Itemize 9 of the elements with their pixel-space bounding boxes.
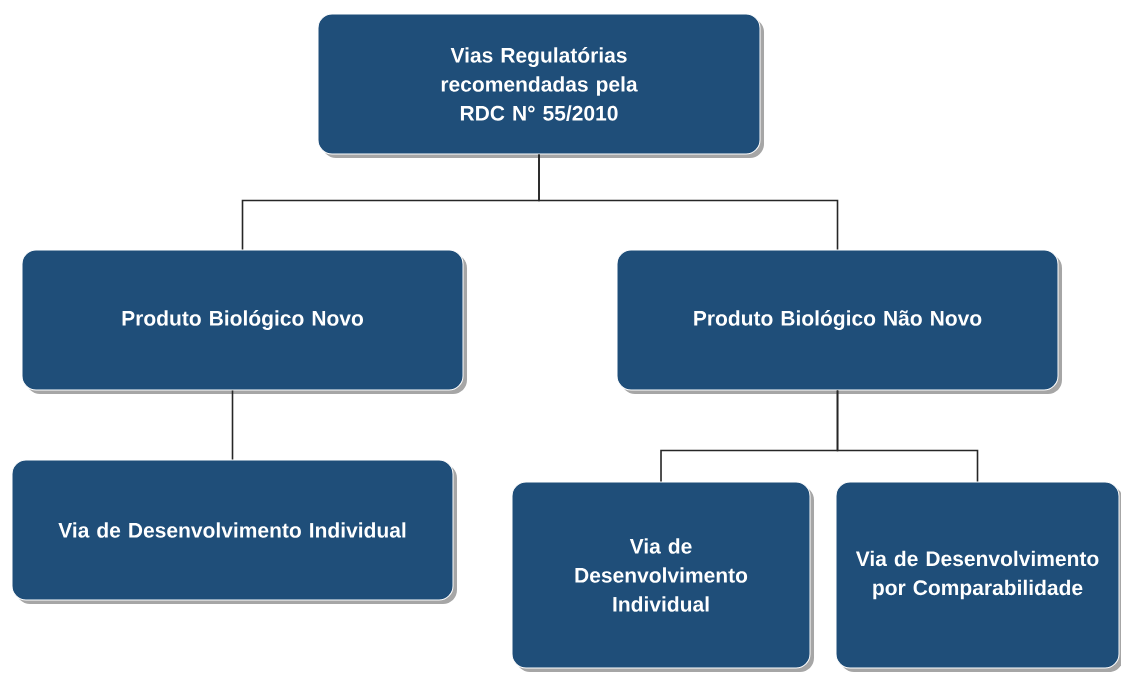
process-box: Via de Desenvolvimento por Comparabilidade [835, 481, 1121, 672]
process-box: Produto Biológico Novo [21, 249, 467, 394]
process-box: Via de Desenvolvimento Individual [11, 459, 457, 604]
connector-line [538, 153, 839, 251]
connector-line [231, 389, 234, 461]
connector-line [836, 389, 979, 483]
process-box: Produto Biológico Não Novo [616, 249, 1062, 394]
process-box: Via de Desenvolvimento Individual [511, 481, 814, 672]
process-box: Vias Regulatórias recomendadas pela RDC N° 55/2010 [317, 13, 764, 158]
